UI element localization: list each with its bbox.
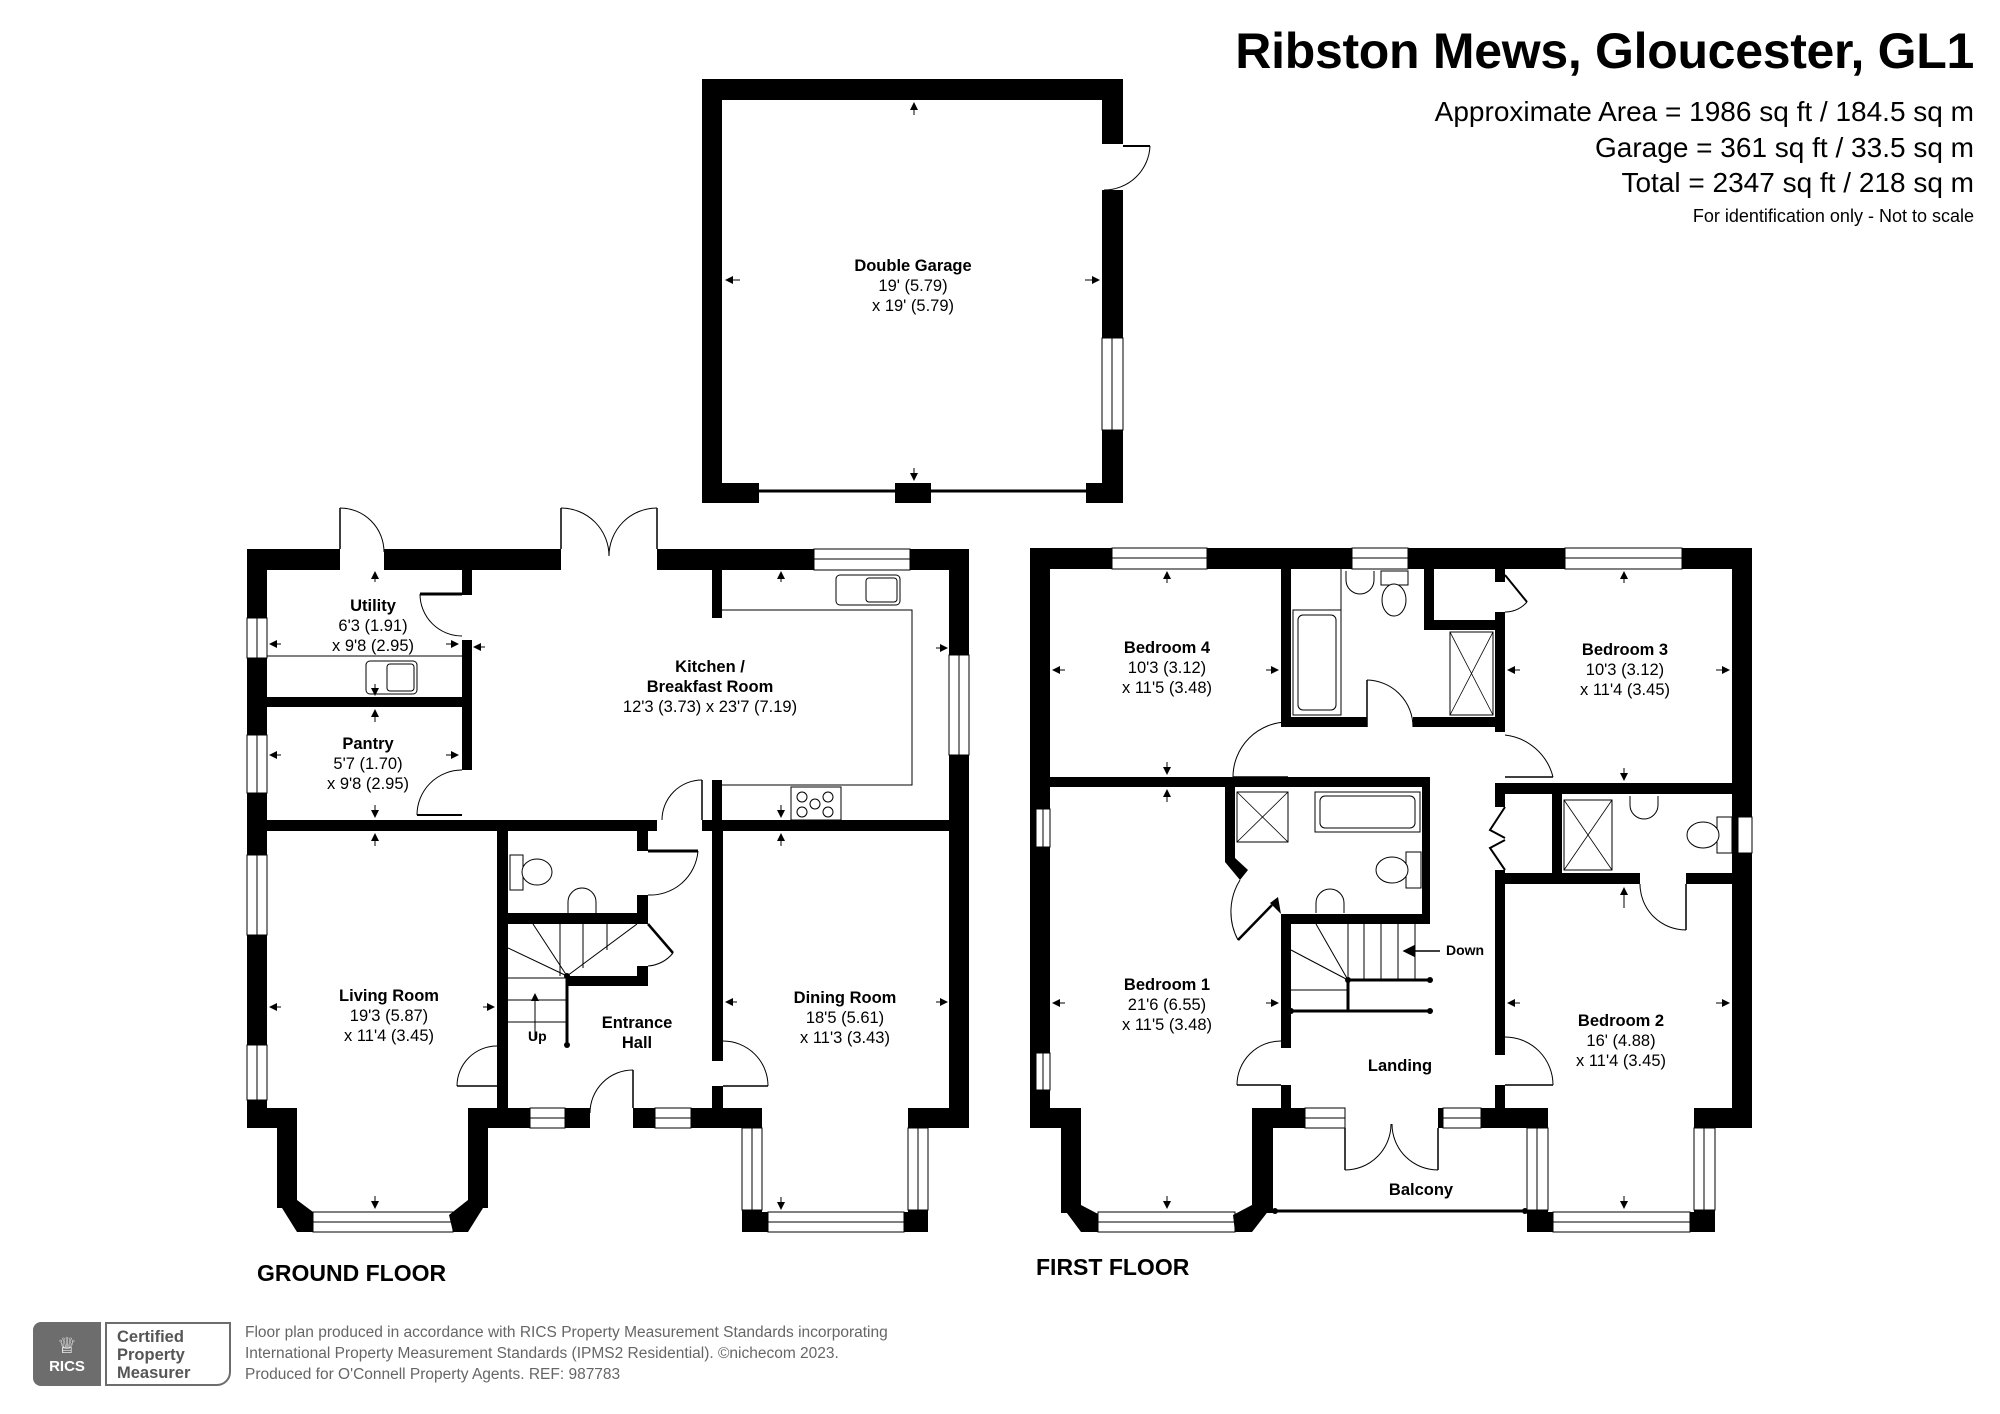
room-name: Bedroom 2 [1577,1012,1665,1030]
room-bedroom-4: Bedroom 4 10'3 (3.12) x 11'5 (3.48) [1122,638,1212,698]
room-bedroom-1: Bedroom 1 21'6 (6.55) x 11'5 (3.48) [1122,975,1212,1035]
room-dimension: 19'3 (5.87) [349,1007,429,1025]
room-name: Breakfast Room [646,678,774,696]
room-dimension: 10'3 (3.12) [1585,661,1665,679]
footer-text: Floor plan produced in accordance with R… [245,1322,888,1386]
room-living: Living Room 19'3 (5.87) x 11'4 (3.45) [339,986,439,1046]
room-utility: Utility 6'3 (1.91) x 9'8 (2.95) [332,596,414,656]
room-dimension: 19' (5.79) [878,277,948,295]
room-dimension: x 19' (5.79) [871,297,955,315]
ground-floor-plan [246,507,970,1233]
disclaimer: For identification only - Not to scale [1692,206,1974,226]
room-name: Hall [621,1034,653,1052]
footer-line: International Property Measurement Stand… [245,1345,839,1362]
room-name: Double Garage [854,257,972,275]
garage-area: Garage = 361 sq ft / 33.5 sq m [1595,132,1974,163]
first-floor-plan [1030,547,1753,1233]
garage-plan [702,79,1151,503]
room-dimension: 21'6 (6.55) [1127,996,1207,1014]
room-dimension: x 9'8 (2.95) [326,775,410,793]
room-name: Bedroom 1 [1123,976,1211,994]
room-dimension: x 11'5 (3.48) [1122,679,1212,697]
room-dimension: 10'3 (3.12) [1127,659,1207,677]
footer: ♕ RICS Certified Property Measurer Floor… [33,1322,888,1386]
total-area: Total = 2347 sq ft / 218 sq m [1621,167,1974,198]
room-pantry: Pantry 5'7 (1.70) x 9'8 (2.95) [327,734,409,794]
room-dimension: 18'5 (5.61) [805,1009,885,1027]
rics-logo: ♕ RICS [33,1322,101,1386]
footer-line: Produced for O'Connell Property Agents. … [245,1366,621,1383]
page-title: Ribston Mews, Gloucester, GL1 [1235,23,1974,79]
room-dimension: 12'3 (3.73) x 23'7 (7.19) [622,698,798,716]
room-name: Landing [1367,1057,1433,1075]
badge-line: Certified [117,1328,184,1346]
approximate-area: Approximate Area = 1986 sq ft / 184.5 sq… [1434,96,1974,127]
room-name: Bedroom 4 [1123,639,1211,657]
room-dimension: x 11'3 (3.43) [800,1029,890,1047]
rics-logo-text: RICS [49,1357,85,1375]
room-dimension: 6'3 (1.91) [338,617,408,635]
room-name: Utility [350,597,396,615]
first-floor-label: FIRST FLOOR [1036,1254,1190,1280]
room-entrance-hall: Entrance Hall [602,1013,673,1053]
footer-line: Floor plan produced in accordance with R… [245,1324,888,1341]
room-name: Kitchen / [675,658,745,676]
room-dimension: x 11'4 (3.45) [1580,681,1670,699]
room-name: Entrance [601,1014,673,1032]
room-dining: Dining Room 18'5 (5.61) x 11'3 (3.43) [794,988,897,1048]
room-dimension: x 11'4 (3.45) [1576,1052,1666,1070]
room-name: Balcony [1388,1181,1454,1199]
room-dimension: 16' (4.88) [1586,1032,1656,1050]
room-dimension: x 11'4 (3.45) [344,1027,434,1045]
room-dimension: x 9'8 (2.95) [331,637,415,655]
room-bedroom-2: Bedroom 2 16' (4.88) x 11'4 (3.45) [1576,1011,1666,1071]
badge-line: Property [117,1346,185,1364]
stairs-up-label: Up [528,1028,547,1044]
certified-measurer-badge: Certified Property Measurer [105,1322,231,1386]
room-bedroom-3: Bedroom 3 10'3 (3.12) x 11'4 (3.45) [1580,640,1670,700]
room-name: Bedroom 3 [1581,641,1669,659]
room-double-garage: Double Garage 19' (5.79) x 19' (5.79) [854,256,971,316]
badge-line: Measurer [117,1364,191,1382]
room-landing: Landing [1368,1056,1432,1076]
room-name: Living Room [339,987,439,1005]
room-dimension: x 11'5 (3.48) [1122,1016,1212,1034]
lion-icon: ♕ [57,1332,77,1358]
room-name: Dining Room [793,989,897,1007]
ground-floor-label: GROUND FLOOR [257,1260,447,1286]
room-dimension: 5'7 (1.70) [333,755,403,773]
stairs-down-label: Down [1446,942,1485,958]
room-kitchen-breakfast: Kitchen / Breakfast Room 12'3 (3.73) x 2… [623,657,797,717]
room-balcony: Balcony [1389,1180,1453,1200]
room-name: Pantry [342,735,394,753]
